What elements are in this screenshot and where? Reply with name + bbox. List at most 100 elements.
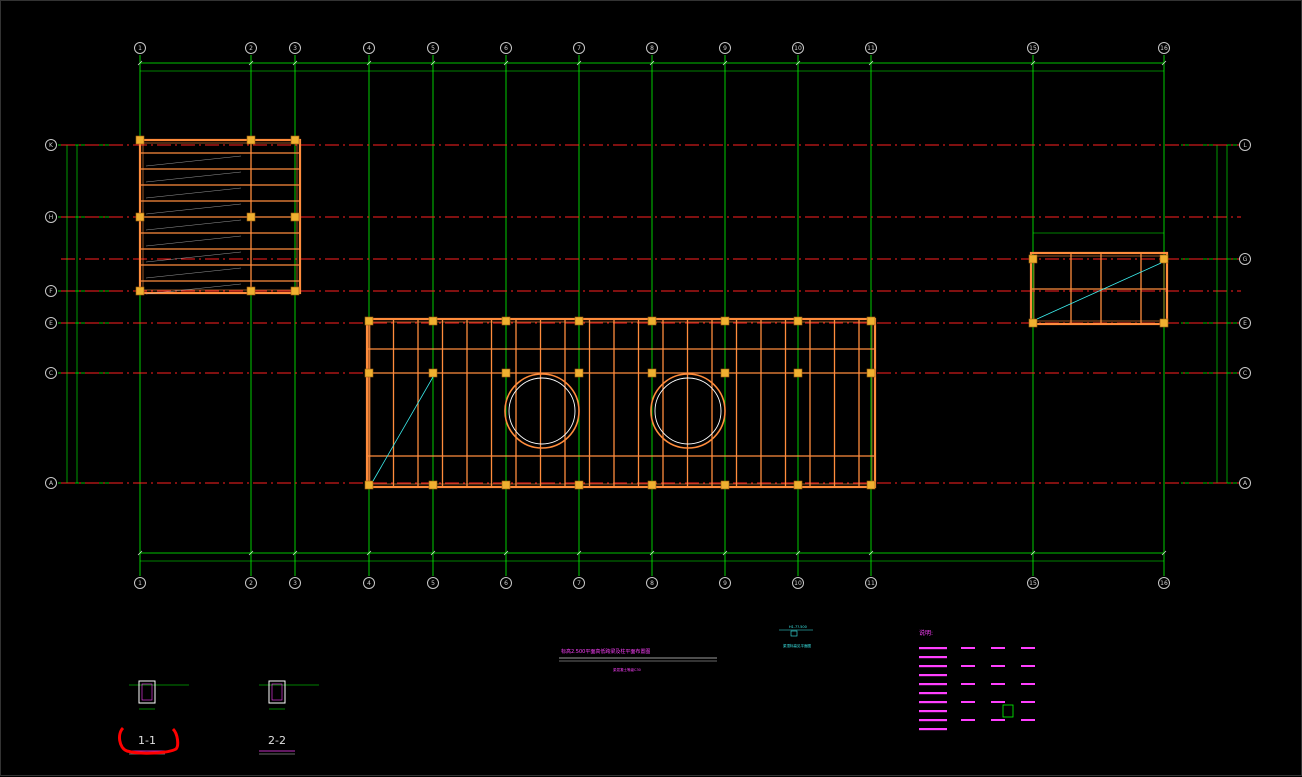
grid-bubble-label: E [49, 320, 53, 327]
grid-bubble-circle [245, 42, 257, 54]
grid-bubble-top: 10 [792, 42, 804, 54]
circular-opening [504, 373, 580, 449]
grid-bubble-bottom: 3 [289, 577, 301, 589]
grid-bubble-label: A [1243, 480, 1248, 487]
column-square [720, 316, 730, 326]
grid-bubble-circle [45, 285, 57, 297]
column-square [501, 316, 511, 326]
grid-bubble-right: G [1239, 253, 1251, 265]
grid-bubble-bottom: 7 [573, 577, 585, 589]
grid-bubble-label: 11 [867, 45, 875, 52]
grid-bubble-circle [1027, 577, 1039, 589]
column-square [574, 368, 584, 378]
grid-bubble-label: 3 [293, 45, 297, 52]
grid-bubble-label: 8 [650, 45, 654, 52]
circular-opening-inner [654, 377, 722, 445]
grid-bubble-label: 2 [249, 45, 253, 52]
column-square [135, 286, 145, 296]
grid-bubble-circle [134, 577, 146, 589]
section-beam-outline [138, 680, 156, 704]
grid-bubble-label: 1 [138, 45, 142, 52]
grid-bubble-circle [427, 577, 439, 589]
drawing-subtitle: 梁混凝土等级C30 [613, 667, 641, 672]
note-line [1021, 683, 1035, 685]
circular-opening-inner [508, 377, 576, 445]
grid-bubble-label: 11 [867, 580, 875, 587]
grid-bubble-circle [719, 42, 731, 54]
column-square [428, 316, 438, 326]
column-square [246, 135, 256, 145]
elevation-note: H1.7?.500 梁顶标高见平面图 [779, 625, 813, 648]
notes-block: 说明: [919, 629, 1035, 731]
note-line [919, 728, 947, 731]
note-line [991, 647, 1005, 649]
column-square [720, 480, 730, 490]
grid-bubble-label: 4 [367, 580, 371, 587]
slab-hatch [145, 203, 242, 215]
grid-bubble-right: A [1239, 477, 1251, 489]
grid-bubble-circle [363, 577, 375, 589]
grid-bubble-label: 3 [293, 580, 297, 587]
grid-bubble-top: 8 [646, 42, 658, 54]
section-rebar-cage [271, 683, 283, 701]
diagonal-brace [1036, 262, 1162, 320]
circular-opening [650, 373, 726, 449]
dimension-tick [503, 550, 509, 556]
grid-bubble-circle [289, 42, 301, 54]
grid-bubble-label: 15 [1029, 45, 1037, 52]
column-square [501, 368, 511, 378]
note-line [919, 656, 947, 659]
grid-bubble-circle [500, 577, 512, 589]
svg-text:说明:: 说明: [919, 629, 933, 637]
column-square [428, 480, 438, 490]
note-line [919, 701, 947, 704]
grid-bubble-top: 4 [363, 42, 375, 54]
grid-bubble-label: 5 [431, 580, 435, 587]
grid-bubble-circle [45, 317, 57, 329]
grid-bubble-circle [1239, 253, 1251, 265]
grid-bubble-circle [500, 42, 512, 54]
grid-bubble-top: 9 [719, 42, 731, 54]
section-rebar-cage [141, 683, 153, 701]
dimension-tick [248, 60, 254, 66]
slab-hatch [145, 171, 242, 183]
grid-bubble-circle [1027, 42, 1039, 54]
grid-bubble-label: 16 [1160, 580, 1168, 587]
slab-hatch [145, 187, 242, 199]
note-line [919, 719, 947, 722]
note-line [961, 647, 975, 649]
grid-bubble-label: 10 [794, 45, 802, 52]
grid-bubble-bottom: 16 [1158, 577, 1170, 589]
grid-bubble-label: 10 [794, 580, 802, 587]
grid-bubble-circle [427, 42, 439, 54]
grid-bubble-circle [573, 42, 585, 54]
left-beam-block [135, 135, 302, 296]
slab-hatch [145, 219, 242, 231]
column-square [1028, 318, 1038, 328]
column-square [364, 368, 374, 378]
column-square [290, 212, 300, 222]
column-square [574, 480, 584, 490]
dimension-tick [722, 60, 728, 66]
dimension-tick [868, 550, 874, 556]
grid-bubble-circle [865, 42, 877, 54]
grid-bubble-circle [646, 577, 658, 589]
grid-bubble-label: L [1243, 142, 1247, 149]
note-line [961, 719, 975, 721]
diagonal-brace [372, 376, 434, 482]
grid-bubble-label: 9 [723, 45, 727, 52]
grid-bubble-left: K [45, 139, 57, 151]
grid-bubble-label: A [49, 480, 54, 487]
section-beam-outline [268, 680, 286, 704]
grid-bubbles: 1122334455667788991010111115151616KHFECA… [45, 42, 1251, 589]
note-line [919, 683, 947, 686]
column-square [720, 368, 730, 378]
note-line [991, 665, 1005, 667]
grid-bubble-bottom: 9 [719, 577, 731, 589]
grid-bubble-left: C [45, 367, 57, 379]
grid-bubble-label: 15 [1029, 580, 1037, 587]
grid-bubble-circle [289, 577, 301, 589]
grid-bubble-top: 1 [134, 42, 146, 54]
